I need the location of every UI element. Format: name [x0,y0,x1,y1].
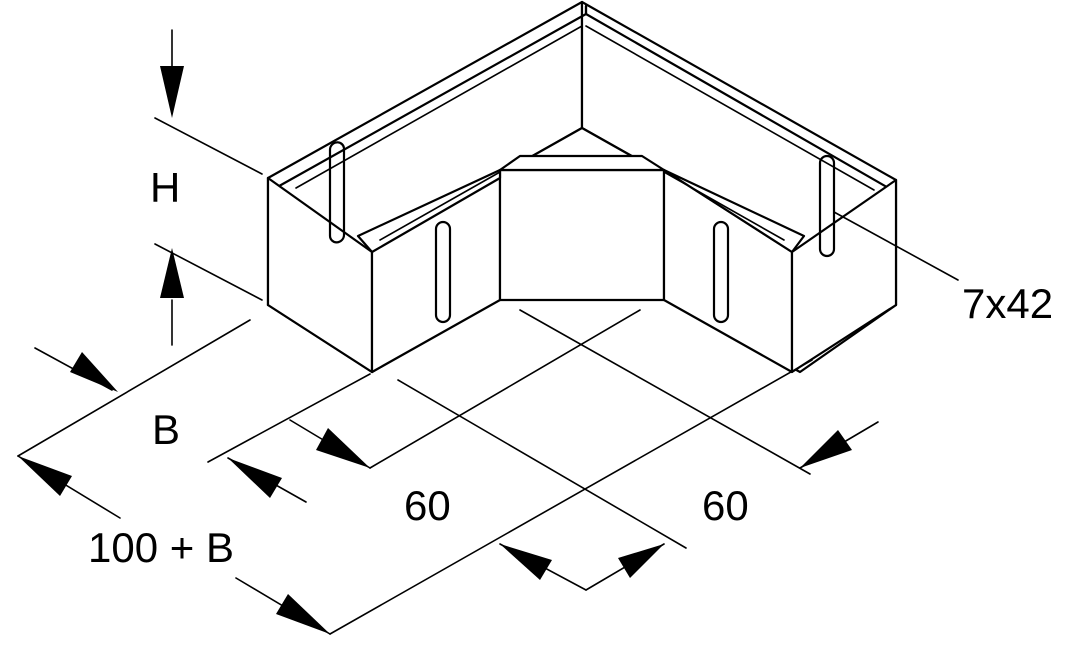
slot-inner-left [434,220,452,324]
slot-callout: 7x42 [833,211,1053,327]
leg-right-ext-a [519,309,811,475]
slot-back-right [818,154,836,258]
dimension-height: H [150,29,263,346]
leg-right-ext-b [397,379,687,549]
slot-inner-right [712,220,730,324]
leg-right-arrow-b [500,544,552,580]
height-arrow-bottom [160,248,184,298]
leg-left-ext-b [369,309,641,469]
leg-right-arrow-c [618,544,664,578]
rim-inner-right [585,25,875,191]
slot-back-left [328,141,346,244]
overall-arrow-right [276,594,330,634]
overall-arrow-left [18,456,72,496]
dimension-overall: 100 + B [17,359,813,635]
height-label: H [150,164,180,211]
inner-lip-left-edge [379,171,501,241]
width-ext [17,319,251,457]
leg-left-label: 60 [404,482,451,529]
height-ext-top [154,117,263,175]
dimension-leg-right: 60 [397,309,879,591]
dimension-width: B [17,319,251,457]
inner-wall-center [498,168,666,302]
width-arrow [70,352,118,392]
overall-label: 100 + B [88,524,234,571]
slot-label: 7x42 [962,280,1053,327]
leg-left-arrow-b [316,428,370,468]
width-label: B [152,406,180,453]
leg-left-arrow-a [228,458,282,498]
inner-lip-center [498,154,666,172]
dimension-leg-left: 60 [207,309,641,529]
tray-corner [266,0,898,374]
overall-ext [329,359,813,635]
leg-right-label: 60 [702,482,749,529]
leg-right-arrow-a [800,430,852,468]
leg-left-ext-a [207,373,371,463]
inner-lip-right-edge [663,171,785,241]
right-end-wall [790,178,898,374]
slot-leader [833,211,959,281]
height-arrow-top [160,66,184,118]
